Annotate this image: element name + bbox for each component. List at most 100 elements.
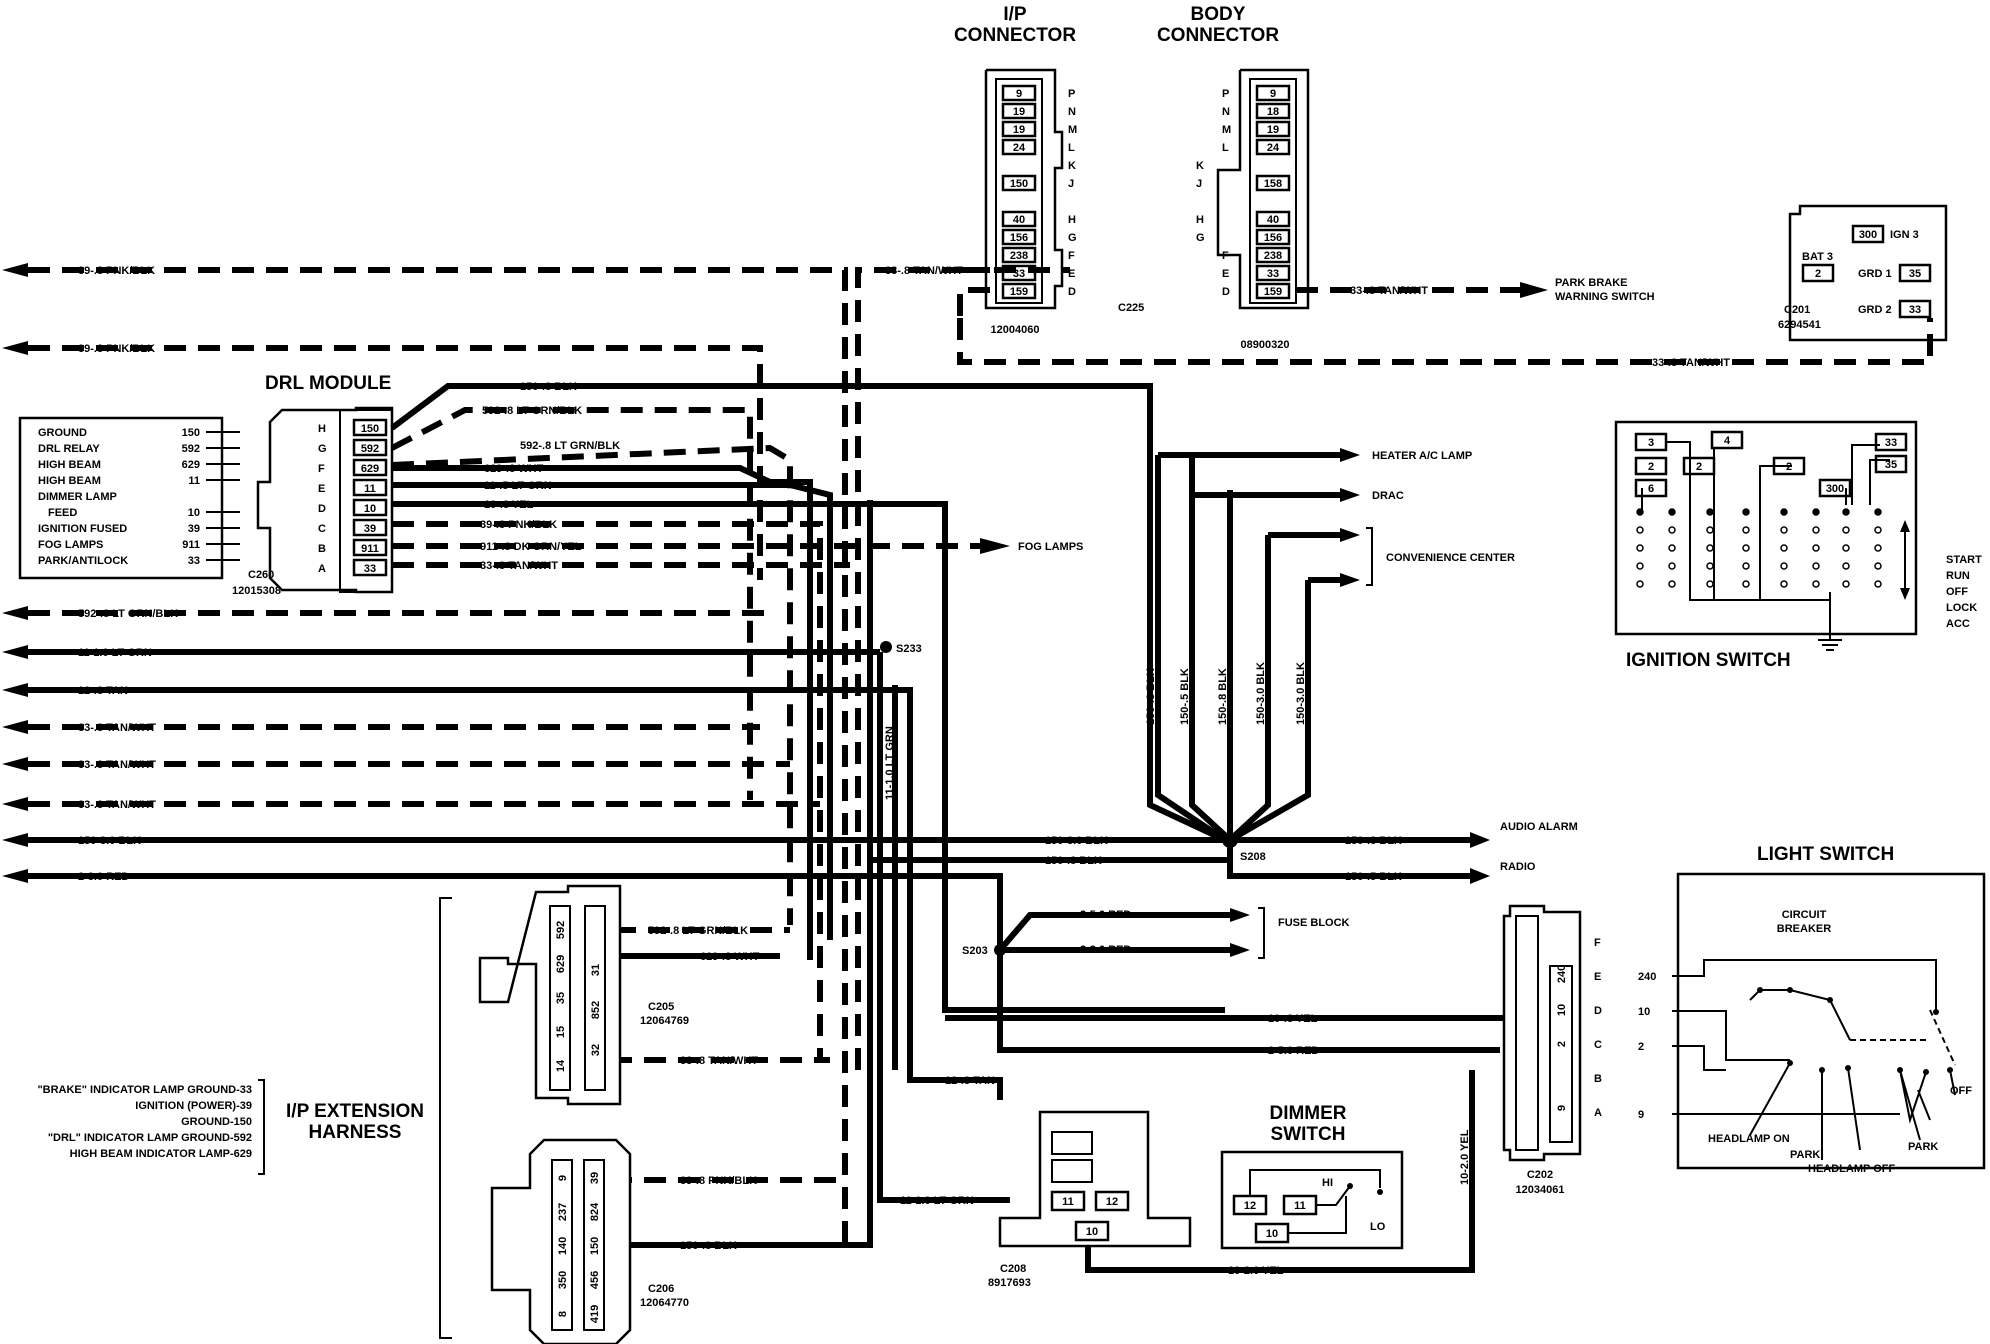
drl-legend-num-6: 39 [188,523,200,535]
ign-terminal-1-text: 2 [1648,461,1654,473]
body-pin-19 [1255,120,1291,138]
c208-connector: 11 12 10 C208 8917693 [988,1110,1192,1289]
ign-contact-4-3 [1780,562,1788,570]
drl-pin-39 [352,518,388,537]
wire-v4 [1227,535,1271,843]
arrow-left-ltgrn [2,645,28,659]
ls-input-240: 240 [1638,971,1656,983]
wire-label-drl-grn2: 592-.8 LT GRN/BLK [520,440,620,452]
ign-contact-2-0 [1706,508,1714,516]
body-letter-11: D [1222,286,1230,298]
dest-park-brake-1: PARK BRAKE [1555,277,1628,289]
drl-pin-150 [352,418,388,437]
body-letter-2: M [1222,124,1231,136]
c202-pin-2: 2 [1556,1041,1568,1047]
ign-contact-2-2 [1706,544,1714,552]
dimmer-pin-12-text: 12 [1244,1200,1256,1212]
ip-pin-19 [1001,102,1037,120]
wire-label-drl-fog: 911-.8 DK GRN/YEL [480,541,582,553]
drl-legend-name-7: FOG LAMPS [38,539,103,551]
body-pin-238 [1255,246,1291,264]
drl-letter-H: H [318,423,326,435]
c202-letter-E: E [1594,971,1601,983]
drl-connector-ref: C260 [248,569,274,581]
wire-label-v4: 150-3.0 BLK [1255,662,1267,725]
ip-pin-238 [1001,246,1037,264]
drl-legend-name-1: DRL RELAY [38,443,100,455]
c201-cell-300-text: 300 [1859,229,1877,241]
wire-label-right-blk5: 150-.5 BLK [1345,871,1402,883]
c208-pin-12 [1094,1190,1130,1212]
ip-pin-19-text: 19 [1013,124,1025,136]
c201-label-ign3: IGN 3 [1890,229,1919,241]
wire-label-c205-tan: 33-.8 TAN/WHT [680,1055,758,1067]
c208-pin-10-text: 10 [1086,1226,1098,1238]
drl-pin-911 [352,538,388,557]
ign-terminal-8-text: 35 [1885,459,1897,471]
dimmer-contact [1347,1183,1353,1189]
wire-label-fuse1: 2-5.0 RED [1080,909,1131,921]
wire-label-drl-tan: 33-.8 TAN/WHT [480,560,558,572]
c206-ref: C206 [648,1283,674,1295]
ip-letter-3: L [1068,142,1075,154]
c208-pin-12-text: 12 [1106,1196,1118,1208]
body-connector-part: 08900320 [1241,339,1290,351]
wire-drl-blk [390,383,1227,843]
splice-s233-label: S233 [896,643,922,655]
wire-label-c205-grn: 592-.8 LT GRN/BLK [648,925,748,937]
ign-contact-4-4 [1780,580,1788,588]
arrow-drac [1340,488,1360,502]
ign-contact-1-0 [1668,508,1676,516]
c201-cell-35-text: 35 [1909,268,1921,280]
dimmer-wiring [1249,1169,1381,1234]
c201-ref: C201 [1784,304,1810,316]
drl-letter-G: G [318,443,327,455]
body-letter-1: N [1222,106,1230,118]
drl-pin-911-text: 911 [361,543,379,555]
c205-ref: C205 [648,1001,674,1013]
ip-letter-9: F [1068,250,1075,262]
wire-drl-grn [390,407,753,800]
harness-legend-1: IGNITION (POWER)-39 [135,1100,252,1112]
ls-wire-2 [1672,1045,1726,1071]
convenience-bracket [1366,527,1373,586]
c205-pin-35: 35 [555,992,567,1004]
ign-terminal-6-text: 300 [1826,483,1844,495]
wire-drl-yel [392,501,1225,1013]
body-pin-18 [1255,102,1291,120]
wire-ip-tan-stub [957,287,990,318]
c201-label-bat3: BAT 3 [1802,251,1833,263]
harness-legend-bracket [258,1079,265,1175]
ls-contact-3 [1827,997,1833,1003]
drl-pin-629 [352,458,388,477]
ls-input-10: 10 [1638,1006,1650,1018]
arrow-conv1 [1340,528,1360,542]
drl-legend-name-3: HIGH BEAM [38,475,101,487]
wire-label-drl-wht: 629-.8 WHT [484,463,544,475]
ip-connector-ref: C225 [1118,302,1144,314]
wire-top-pnk [28,267,848,1250]
drl-pin-629-text: 629 [361,463,379,475]
drl-pin-11 [352,478,388,497]
arrow-down-icon [1900,588,1910,600]
wire-label-ltgrn-dimmer: 11-1.0 LT GRN [900,1195,974,1207]
ip-connector-part: 12004060 [991,324,1040,336]
c206-pin-350: 350 [557,1271,569,1289]
c206-pin-824: 824 [589,1202,601,1221]
dimmer-switch: 12 11 10 HI LO [1220,1150,1404,1250]
harness-legend-4: HIGH BEAM INDICATOR LAMP-629 [70,1148,252,1160]
body-pin-40-text: 40 [1267,214,1279,226]
harness-legend-2: GROUND-150 [181,1116,252,1128]
ign-contact-7-0 [1874,508,1882,516]
ip-pin-19-text: 19 [1013,106,1025,118]
drl-legend-name-2: HIGH BEAM [38,459,101,471]
c201-cell-300 [1851,224,1885,244]
ign-position-start: START [1946,554,1982,566]
ip-pin-24 [1001,138,1037,156]
ip-letter-2: M [1068,124,1077,136]
drl-pin-592 [352,438,388,457]
wire-label-yel-vert: 10-2.0 YEL [1459,1129,1471,1185]
wire-drl-pnk [392,521,823,1060]
